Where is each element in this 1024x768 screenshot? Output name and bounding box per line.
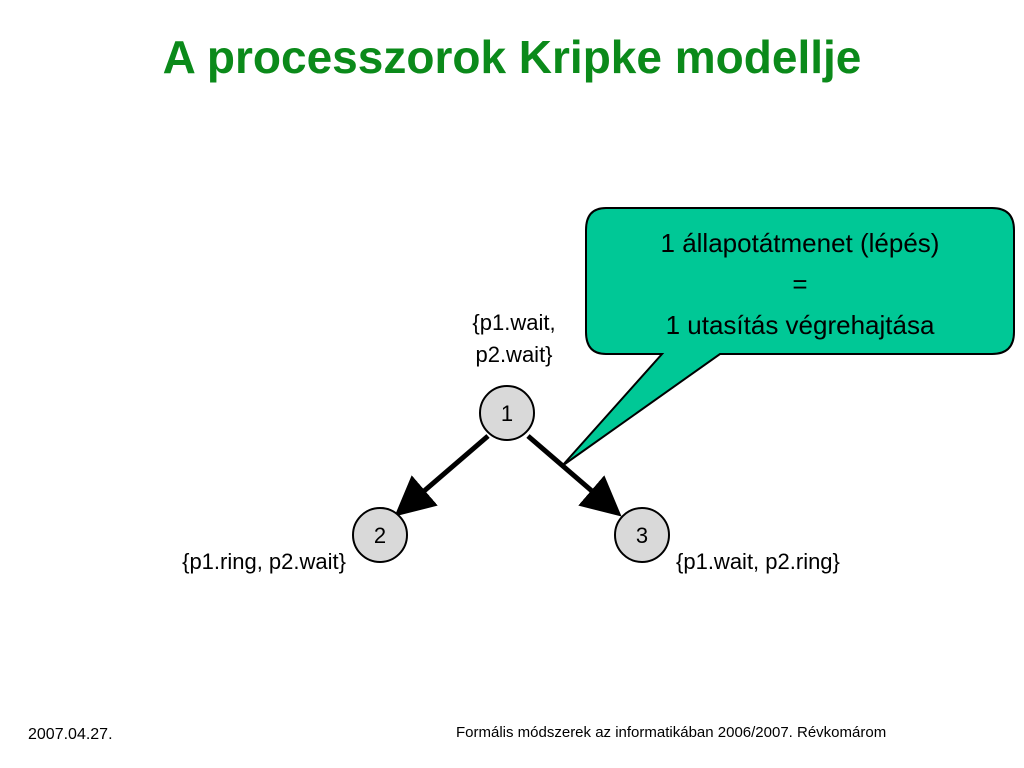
node-circle-1 xyxy=(479,385,535,441)
state-label-3: {p1.wait, p2.ring} xyxy=(676,549,840,574)
state-label-1-line-1: {p1.wait, xyxy=(472,310,555,335)
node-label-1: 1 xyxy=(501,401,513,426)
node-circle-3 xyxy=(614,507,670,563)
callout-line-2: = xyxy=(792,269,807,299)
footer-course: Formális módszerek az informatikában 200… xyxy=(456,724,887,741)
callout-line-3: 1 utasítás végrehajtása xyxy=(666,310,935,340)
callout-bubble: 1 állapotátmenet (lépés) = 1 utasítás vé… xyxy=(561,207,1015,467)
callout-line-1: 1 állapotátmenet (lépés) xyxy=(661,228,940,258)
node-circle-2 xyxy=(352,507,408,563)
state-label-1-line-2: p2.wait} xyxy=(475,342,552,367)
state-node-3: 3 xyxy=(614,507,670,563)
edge-1-2 xyxy=(394,434,490,517)
state-node-1: 1 xyxy=(479,385,535,441)
page-title: A processzorok Kripke modellje xyxy=(162,31,862,83)
node-label-2: 2 xyxy=(374,523,386,548)
state-label-2: {p1.ring, p2.wait} xyxy=(182,549,346,574)
footer-date: 2007.04.27. xyxy=(28,726,113,743)
edge-1-3 xyxy=(526,434,622,517)
callout-shape xyxy=(561,207,1015,467)
node-label-3: 3 xyxy=(636,523,648,548)
state-node-2: 2 xyxy=(352,507,408,563)
